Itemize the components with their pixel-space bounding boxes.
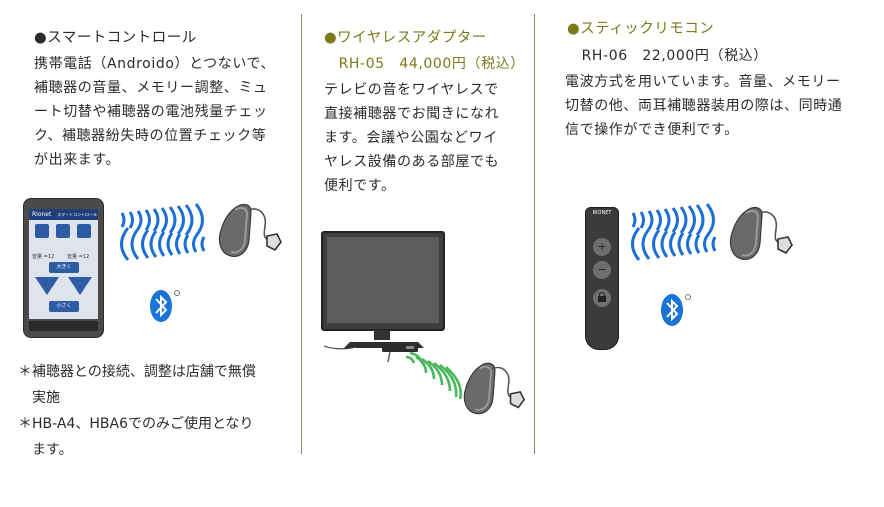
smartphone-image: Rionet スマートコントロール 音量 =12 音量 =12 大きく 小さく [24, 199, 103, 337]
stick-remote-heading: ●スティックリモコン [567, 21, 715, 37]
smart-control-section: ●スマートコントロール 携帯電話（Androido）とつないで、 補聴器の音量、… [0, 0, 300, 507]
hearing-aid-image [729, 206, 793, 260]
stick-remote-price: RH-06 22,000円（税込） [567, 48, 768, 64]
phone-app-header: Rionet スマートコントロール [29, 209, 98, 220]
stick-remote-section: ●スティックリモコン RH-06 22,000円（税込） 電波方式を用いています… [535, 0, 884, 507]
phone-right-level: 音量 =12 [67, 254, 90, 260]
phone-mode-icons [35, 224, 92, 246]
smart-control-description: 携帯電話（Androido）とつないで、 補聴器の音量、メモリー調整、ミュ ート… [34, 56, 276, 168]
signal-waves-icon [405, 351, 462, 400]
remote-lock-button[interactable] [593, 289, 611, 307]
phone-nav-bar [29, 321, 98, 331]
signal-waves-icon [631, 203, 717, 261]
stick-remote-image: RIONET + − [585, 207, 619, 350]
wireless-adapter-description: テレビの音をワイヤレスで 直接補聴器でお聞きになれ ます。会議や公園などワイ ヤ… [324, 82, 500, 194]
lock-icon [598, 296, 606, 302]
smart-control-notes: ＊補聴器との接続、調整は店舗で無償 実施 ＊HB-A4、HBA6でのみご使用とな… [18, 364, 256, 458]
phone-volume-arrows [35, 277, 92, 297]
remote-volume-down-button[interactable]: − [593, 261, 611, 279]
phone-screen: Rionet スマートコントロール 音量 =12 音量 =12 大きく 小さく [29, 209, 98, 319]
hearing-aid-image [218, 203, 282, 257]
stick-remote-description: 電波方式を用いています。音量、メモリー 切替の他、両耳補聴器装用の際は、同時通 … [565, 74, 843, 138]
smart-control-heading: ●スマートコントロール [34, 30, 197, 46]
wireless-adapter-price: RH-05 44,000円（税込） [324, 56, 525, 72]
column-divider-2 [534, 14, 535, 454]
remote-brand-label: RIONET [592, 210, 612, 216]
wireless-adapter-section: ●ワイヤレスアダプター RH-05 44,000円（税込） テレビの音をワイヤレ… [302, 0, 534, 507]
signal-waves-icon [120, 203, 206, 261]
hearing-aid-image [463, 362, 526, 415]
phone-volume-down-button[interactable]: 小さく [49, 301, 79, 312]
phone-volume-up-button[interactable]: 大きく [49, 262, 79, 273]
tv-image [321, 231, 445, 363]
column-divider-1 [301, 14, 302, 454]
wireless-adapter-heading: ●ワイヤレスアダプター [324, 30, 487, 46]
bluetooth-icon [661, 294, 691, 326]
bluetooth-icon [150, 290, 180, 322]
phone-left-level: 音量 =12 [32, 254, 55, 260]
remote-volume-up-button[interactable]: + [593, 238, 611, 256]
